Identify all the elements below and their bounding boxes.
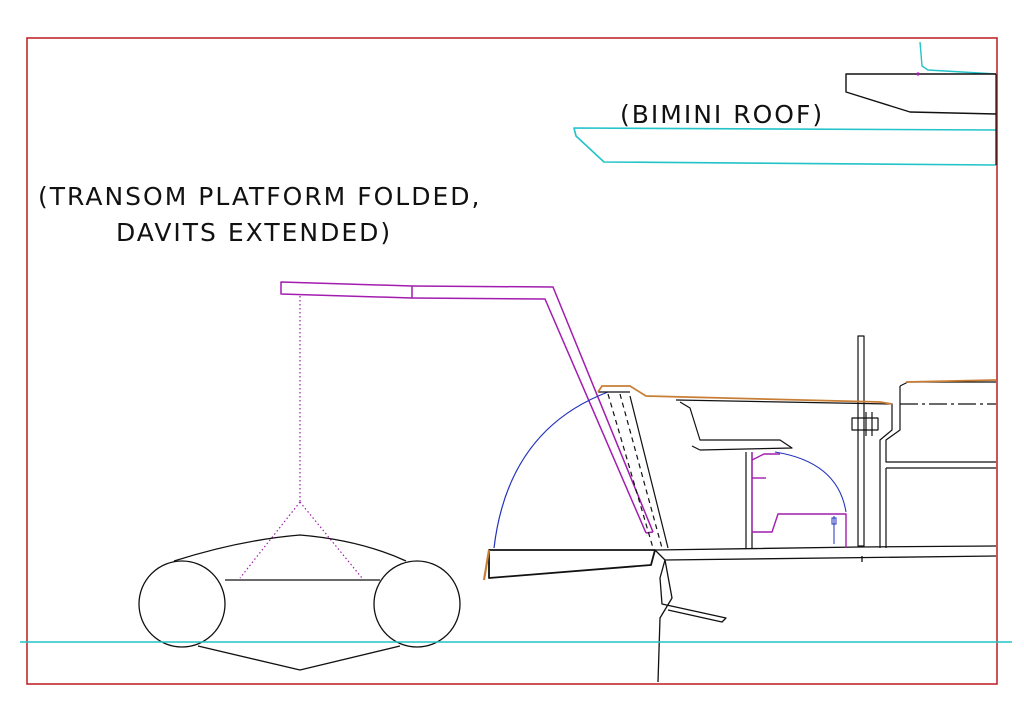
davit-arm — [280, 281, 654, 534]
bimini-roof-label: (BIMINI ROOF) — [620, 100, 824, 129]
dinghy-tube-right — [373, 560, 461, 648]
helm-wheel-hub — [851, 417, 879, 431]
deck-trim — [597, 385, 893, 405]
transom-label-line1: (TRANSOM PLATFORM FOLDED, — [38, 182, 481, 211]
drawing-frame — [26, 37, 998, 685]
lifting-lines — [239, 296, 363, 579]
cockpit-seat — [679, 401, 793, 451]
folded-platform — [598, 391, 669, 549]
seat-marker — [831, 516, 837, 544]
bimini-canopy — [573, 127, 997, 166]
hull-section — [654, 545, 997, 683]
cockpit — [675, 335, 996, 548]
hatch-arc — [774, 451, 847, 513]
dinghy-top — [173, 534, 407, 562]
dinghy-hull — [197, 645, 401, 671]
swing-arc — [493, 391, 609, 549]
transom-label-line2: DAVITS EXTENDED) — [116, 218, 392, 247]
bimini-upper-line — [919, 41, 997, 75]
dinghy — [138, 534, 461, 671]
dinghy-tube-left — [138, 560, 226, 648]
aft-seat — [751, 452, 847, 548]
helm-post — [857, 335, 865, 547]
transom-platform — [482, 549, 656, 581]
bimini-roof — [573, 41, 997, 166]
hardtop-structure — [845, 73, 997, 115]
